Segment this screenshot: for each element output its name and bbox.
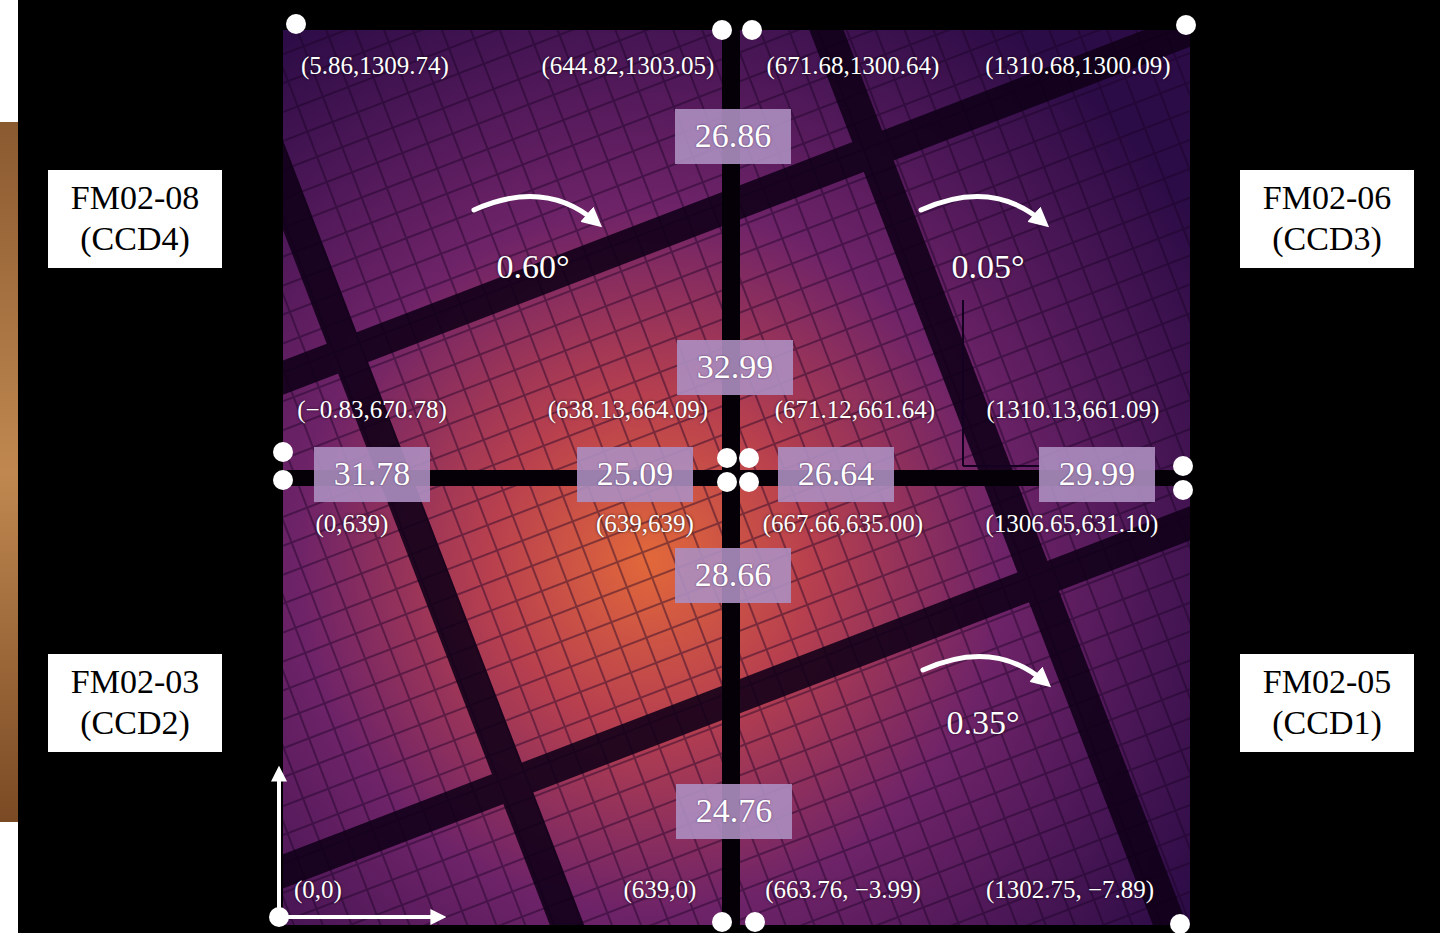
- corner-dot: [1176, 15, 1196, 35]
- coordinate-label: (0,639): [316, 510, 389, 539]
- coordinate-label: (1310.13,661.09): [987, 396, 1160, 425]
- rotation-angle: 0.05°: [951, 247, 1024, 286]
- ccd-name-box: FM02-05 (CCD1): [1240, 654, 1414, 752]
- node-text: 26.64: [798, 454, 875, 493]
- ccd-name-box: FM02-08 (CCD4): [48, 170, 222, 268]
- ccd-name-box: FM02-06 (CCD3): [1240, 170, 1414, 268]
- coordinate-label: (−0.83,670.78): [297, 396, 447, 425]
- corner-dot: [717, 472, 737, 492]
- mask-band: [283, 30, 892, 925]
- mesh-grid: [283, 30, 1190, 925]
- ccd-frame: [283, 30, 1190, 925]
- corner-dot: [1173, 480, 1193, 500]
- rotation-arrow: [474, 197, 596, 222]
- node-text: 32.99: [697, 347, 774, 386]
- axis-arrow: [277, 772, 281, 917]
- node-text: 25.09: [597, 454, 674, 493]
- gap-value-box: 26.64: [778, 447, 894, 502]
- coordinate-label: (5.86,1309.74): [301, 52, 449, 81]
- coordinate-label: (638.13,664.09): [548, 396, 708, 425]
- coordinate-label: (1306.65,631.10): [986, 510, 1159, 539]
- gap-value-box: 28.66: [675, 548, 791, 603]
- corner-dot: [1173, 456, 1193, 476]
- rotation-arrows: [474, 197, 1045, 682]
- gap-value-box: 25.09: [577, 447, 693, 502]
- corner-dot: [286, 14, 306, 34]
- coordinate-label: (639,0): [624, 876, 697, 905]
- node-text: 29.99: [1059, 454, 1136, 493]
- corner-dots: [269, 14, 1196, 933]
- corner-dot: [739, 448, 759, 468]
- gap-value-box: 31.78: [314, 447, 430, 502]
- coordinate-label: (644.82,1303.05): [542, 52, 715, 81]
- node-text: FM02-03 (CCD2): [58, 662, 212, 744]
- node-text: 28.66: [695, 555, 772, 594]
- node-text: 31.78: [334, 454, 411, 493]
- rotation-arrow: [923, 657, 1045, 682]
- corner-dot: [273, 470, 293, 490]
- rotation-angle: 0.60°: [496, 247, 569, 286]
- node-text: FM02-06 (CCD3): [1250, 178, 1404, 260]
- gap-value-box: 29.99: [1039, 447, 1155, 502]
- rotation-angle: 0.35°: [946, 703, 1019, 742]
- coordinate-label: (663.76, −3.99): [765, 876, 921, 905]
- corner-dot: [739, 472, 759, 492]
- corner-dot: [745, 912, 765, 932]
- coordinate-label: (1310.68,1300.09): [985, 52, 1170, 81]
- corner-dot: [712, 20, 732, 40]
- coordinate-label: (671.68,1300.64): [767, 52, 940, 81]
- node-text: 26.86: [695, 116, 772, 155]
- mask-bands: [283, 30, 1190, 925]
- ccd-exposure: [283, 30, 1190, 925]
- coordinate-label: (0,0): [294, 876, 342, 905]
- node-text: 24.76: [696, 791, 773, 830]
- coordinate-label: (671.12,661.64): [775, 396, 935, 425]
- node-text: FM02-08 (CCD4): [58, 178, 212, 260]
- node-text: FM02-05 (CCD1): [1250, 662, 1404, 744]
- ccd-name-box: FM02-03 (CCD2): [48, 654, 222, 752]
- corner-dot: [742, 20, 762, 40]
- black-panel: [18, 0, 1440, 933]
- thin-line: [962, 300, 964, 466]
- corner-dot: [273, 442, 293, 462]
- rotation-arrow: [921, 197, 1043, 222]
- corner-dot: [712, 912, 732, 932]
- gap-value-box: 26.86: [675, 109, 791, 164]
- corner-dot: [717, 448, 737, 468]
- coordinate-label: (1302.75, −7.89): [986, 876, 1154, 905]
- corner-dot: [1170, 914, 1190, 933]
- thin-line: [963, 465, 1040, 467]
- coordinate-label: (639,639): [596, 510, 694, 539]
- gap-value-box: 24.76: [676, 784, 792, 839]
- gap-value-box: 32.99: [677, 340, 793, 395]
- axis-arrows: [279, 772, 440, 917]
- mask-band: [528, 30, 1190, 925]
- coordinate-label: (667.66,635.00): [763, 510, 923, 539]
- axis-arrow: [279, 915, 440, 919]
